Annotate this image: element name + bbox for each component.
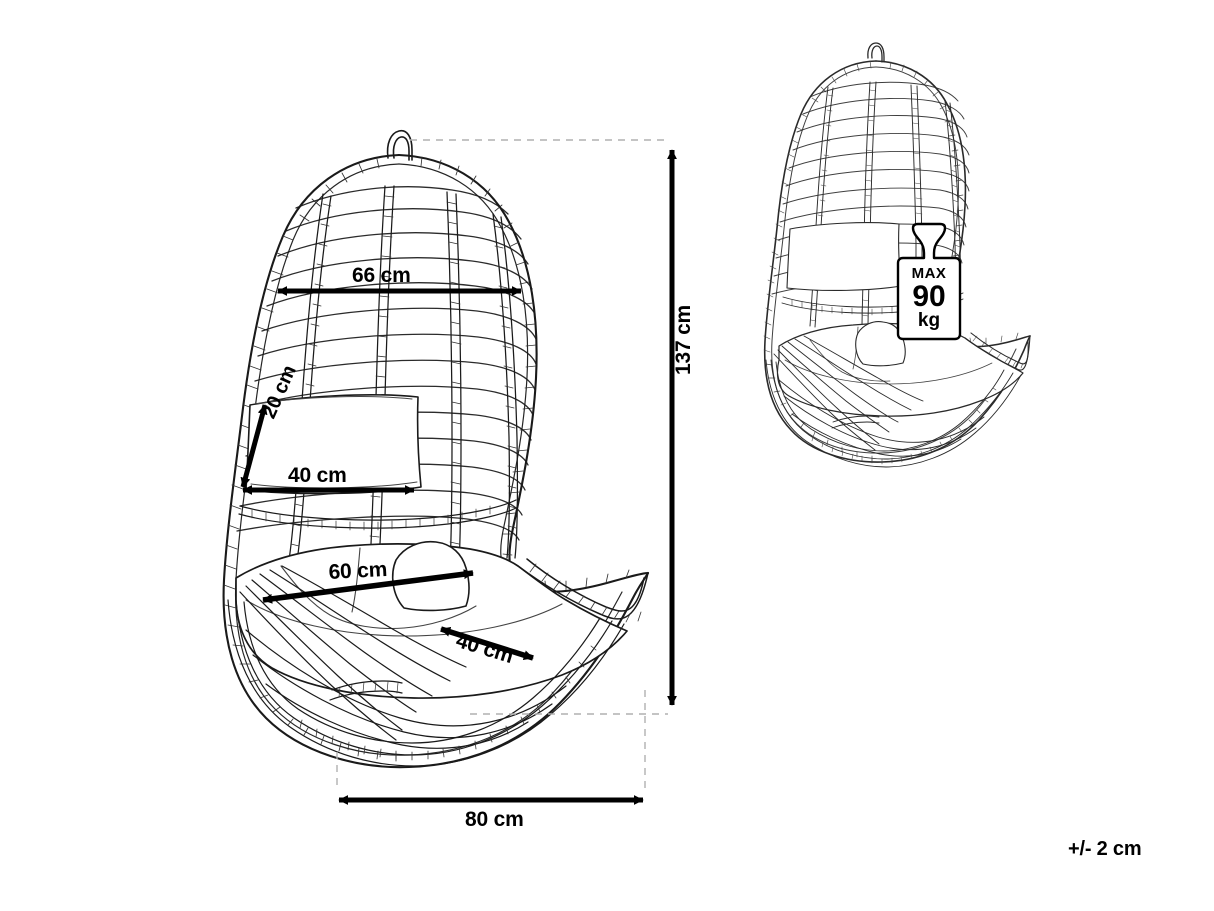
badge-value: 90: [912, 280, 946, 313]
secondary-basket-frame: [765, 335, 1022, 468]
secondary-seat-cushion: [776, 322, 1024, 417]
dimension-label-cushion-back-width: 40 cm: [288, 464, 347, 487]
secondary-back-cushion: [786, 222, 902, 291]
tolerance-note: +/- 2 cm: [1068, 838, 1142, 860]
dimension-40cm-seat: [440, 626, 534, 661]
dimension-20cm: [240, 404, 268, 488]
arm-curl: [517, 558, 649, 623]
dimension-label-seat-width: 60 cm: [328, 557, 388, 584]
guide-lines: [336, 139, 668, 790]
weight-icon: [896, 222, 962, 341]
dimension-label-width-back: 66 cm: [352, 264, 411, 287]
chair-shell-outline: [222, 153, 650, 769]
secondary-seat-pillow: [855, 321, 906, 367]
secondary-hanging-hook-icon: [867, 42, 885, 63]
hanging-hook-icon: [386, 129, 413, 161]
dimension-60cm: [262, 569, 474, 604]
dimension-label-base-width: 80 cm: [465, 808, 524, 831]
badge-unit: kg: [917, 310, 941, 331]
rattan-texture-left: [223, 158, 397, 762]
mid-frame-band: [238, 499, 517, 531]
secondary-arm-curl: [964, 332, 1031, 371]
dimension-label-height-total: 137 cm: [672, 304, 695, 375]
badge-max-label: MAX: [911, 265, 947, 282]
